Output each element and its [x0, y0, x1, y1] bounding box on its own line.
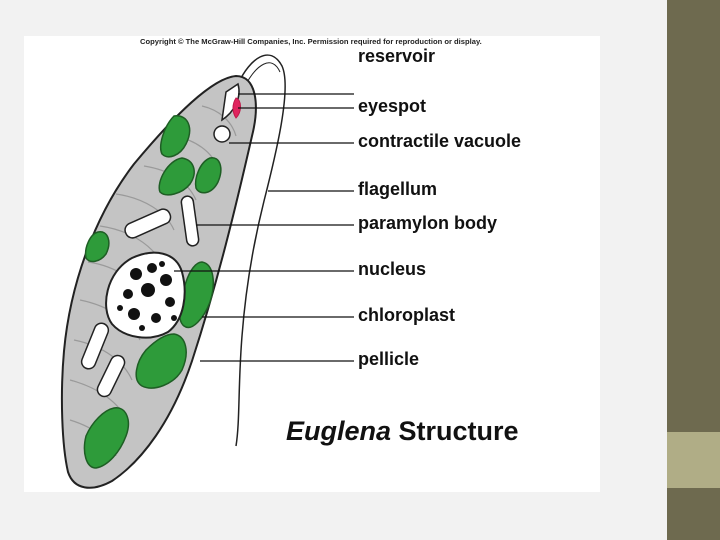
- label-chloroplast: chloroplast: [358, 305, 456, 325]
- label-reservoir: reservoir: [358, 46, 436, 66]
- label-nucleus: nucleus: [358, 259, 427, 279]
- title-genus: Euglena: [286, 416, 392, 446]
- eyespot-drawing: [232, 97, 241, 119]
- paramylon-bodies: [80, 195, 200, 398]
- chloroplasts: [83, 115, 222, 469]
- copyright-notice: Copyright © The McGraw-Hill Companies, I…: [140, 37, 482, 46]
- leader-lines: [174, 93, 354, 362]
- euglena-figure: Copyright © The McGraw-Hill Companies, I…: [24, 36, 600, 492]
- nucleus-chromatin: [117, 261, 177, 331]
- sidebar-accent-block: [667, 432, 720, 488]
- contractile-vacuole-drawing: [213, 125, 231, 143]
- euglena-drawing: [60, 54, 354, 489]
- flagellum-drawing: [235, 54, 286, 447]
- label-contractile-vacuole: contractile vacuole: [358, 131, 522, 151]
- label-eyespot: eyespot: [358, 96, 427, 116]
- figure-title: Euglena Structure: [286, 416, 519, 447]
- label-paramylon-body: paramylon body: [358, 213, 498, 233]
- label-pellicle: pellicle: [358, 349, 420, 369]
- label-flagellum: flagellum: [358, 179, 438, 199]
- title-rest: Structure: [391, 416, 519, 446]
